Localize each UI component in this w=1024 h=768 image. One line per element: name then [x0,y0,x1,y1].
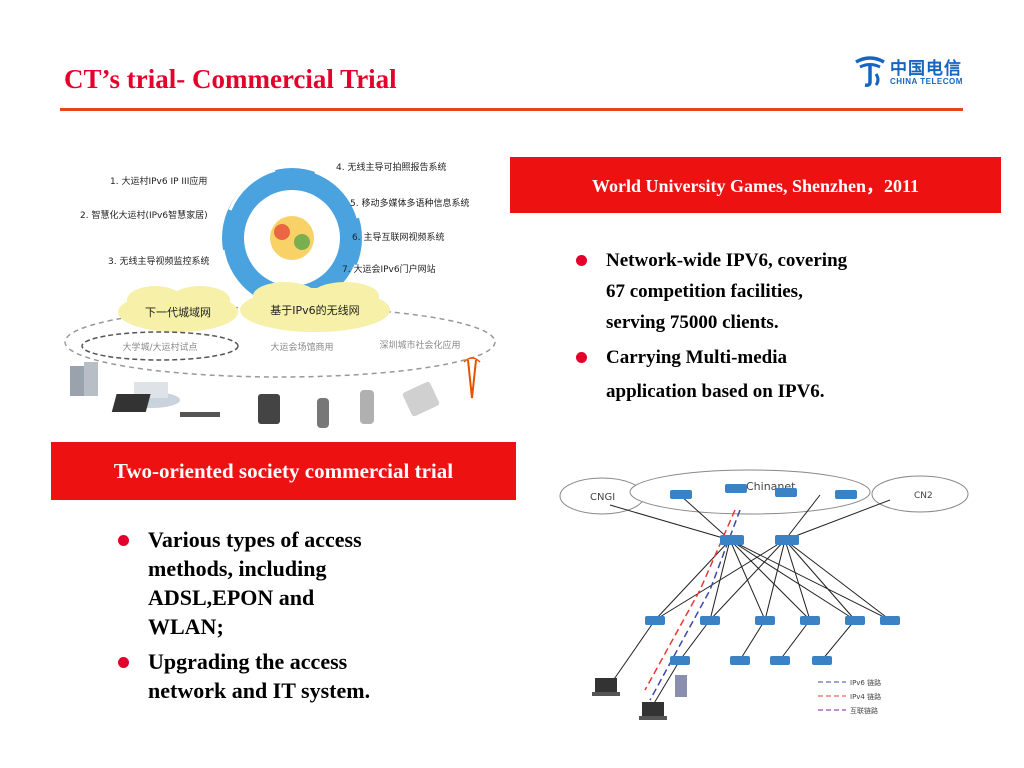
two-oriented-society-heading: Two-oriented society commercial trial [51,442,516,500]
title-divider [60,108,963,111]
left-bullet-item: Upgrading the access network and IT syst… [112,647,452,705]
zone-label-3: 深圳城市社会化应用 [379,339,460,351]
left-bullet-list: Various types of access methods, includi… [112,525,452,705]
left-bullet-item: Various types of access methods, includi… [112,525,452,641]
card-reader-icon [402,381,440,417]
svg-text:基于IPv6的无线网: 基于IPv6的无线网 [270,303,359,317]
server-icon [70,362,98,396]
smartphone-icon [360,390,374,424]
app-item-3: 3. 无线主导视频监控系统 [108,255,209,267]
svg-text:CN2: CN2 [914,491,933,501]
cloud-cn2: CN2 [871,475,969,513]
logo-chinese-text: 中国电信 [890,59,962,79]
svg-text:IPv4 链路: IPv4 链路 [850,692,881,701]
svg-text:下一代城域网: 下一代城域网 [145,306,211,319]
cloud-chinanet: Chinanet [629,469,871,515]
slide-title: CT’s trial- Commercial Trial [64,64,397,94]
computer-terminal-icon [639,702,667,720]
china-telecom-logo: 中国电信 CHINA TELECOM [852,52,964,92]
app-item-7: 7. 大运会IPv6门户网站 [342,263,436,275]
svg-text:互联链路: 互联链路 [850,706,878,715]
app-item-4: 4. 无线主导可拍照报告系统 [336,161,446,173]
server-icon [675,675,687,697]
network-topology-diagram: CNGI Chinanet CN2 [550,460,980,730]
laptop-icon [111,394,220,417]
ipv6-application-diagram: 1. 大运村IPv6 IP III应用 2. 智慧化大运村(IPv6智慧家居) … [60,150,500,435]
logo-english-text: CHINA TELECOM [890,77,963,86]
svg-text:CNGI: CNGI [590,492,615,503]
computer-terminal-icon [592,678,620,696]
china-telecom-emblem-icon [855,56,885,87]
right-bullet-item: Carrying Multi-media application based o… [570,342,950,407]
zone-label-1: 大学城/大运村试点 [122,341,197,353]
mobile-phone-icon [317,398,329,428]
app-item-2: 2. 智慧化大运村(IPv6智慧家居) [80,209,208,221]
bullet-dot-icon [118,657,129,668]
app-item-1: 1. 大运村IPv6 IP III应用 [110,175,207,187]
topology-legend: IPv6 链路 IPv4 链路 互联链路 [818,678,881,715]
app-item-5: 5. 移动多媒体多语种信息系统 [350,197,469,209]
svg-text:IPv6 链路: IPv6 链路 [850,678,881,687]
bullet-dot-icon [118,535,129,546]
antenna-icon [463,357,481,399]
right-bullet-item: Network-wide IPV6, covering 67 competiti… [570,245,950,338]
app-item-6: 6. 主导互联网视频系统 [352,231,444,243]
zone-label-2: 大运会场馆商用 [270,341,333,353]
bullet-dot-icon [576,255,587,266]
pda-icon [258,394,280,424]
right-bullet-list: Network-wide IPV6, covering 67 competiti… [570,245,950,407]
world-university-games-heading: World University Games, Shenzhen，2011 [510,157,1001,213]
cloud-metro-network: 下一代城域网 [118,286,238,332]
cloud-wireless-network: 基于IPv6的无线网 [240,282,390,332]
bullet-dot-icon [576,352,587,363]
